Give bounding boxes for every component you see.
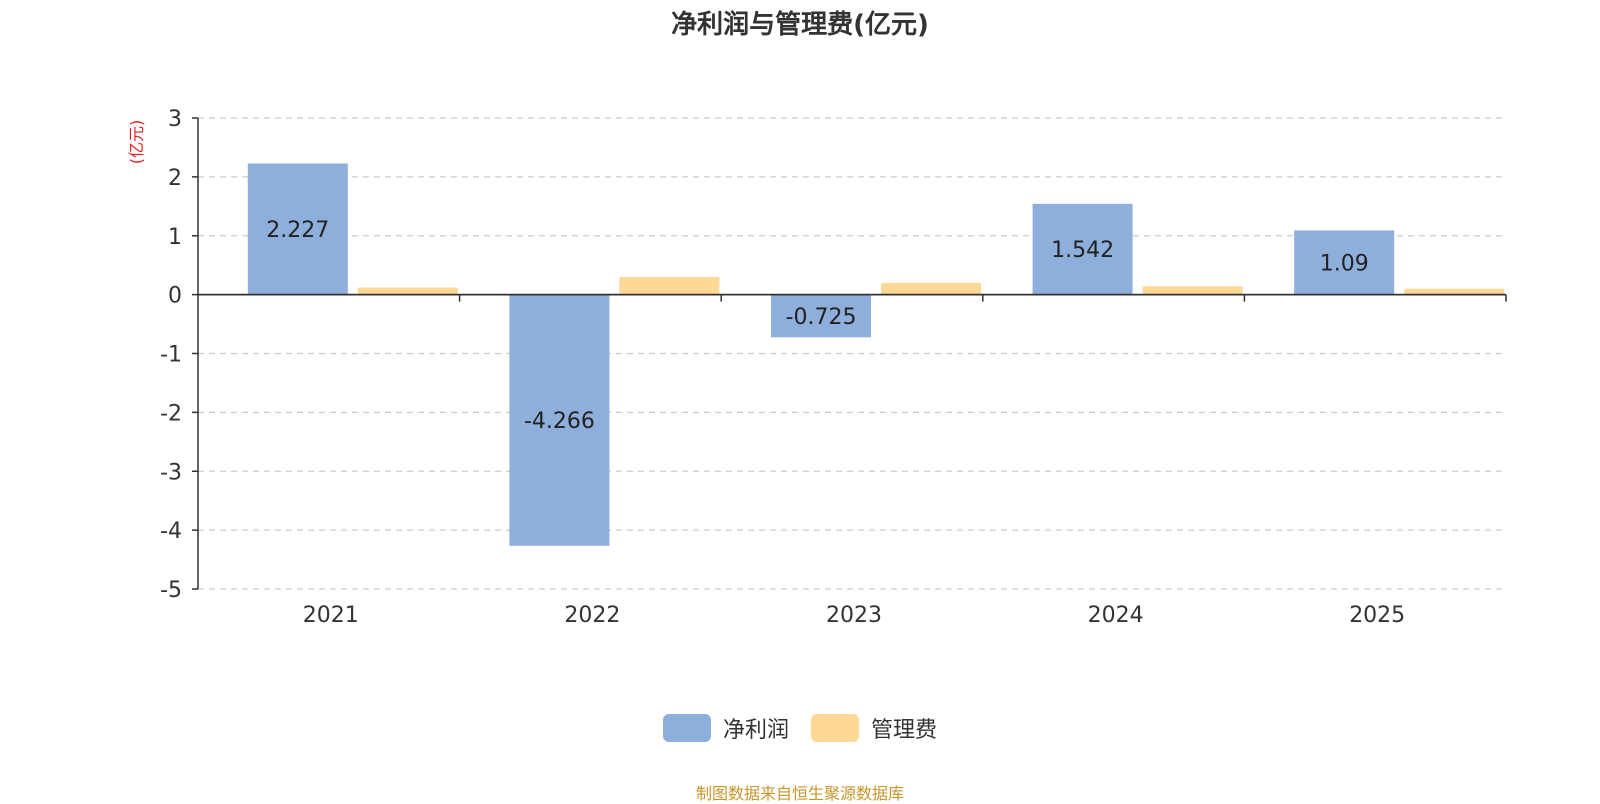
x-tick-label: 2022	[564, 603, 620, 628]
y-tick-label: 2	[168, 166, 182, 191]
y-tick-label: -4	[160, 519, 182, 544]
bar-net-profit	[509, 294, 610, 546]
bar-admin-expense	[357, 287, 458, 295]
legend-item-net-profit[interactable]: 净利润	[662, 712, 789, 744]
y-axis-unit-label: (亿元)	[127, 120, 146, 165]
bar-admin-expense	[1142, 286, 1243, 295]
legend-swatch-admin-expense	[811, 714, 859, 742]
data-label-net-profit: 1.09	[1320, 252, 1369, 277]
legend: 净利润 管理费	[0, 712, 1600, 744]
bar-net-profit	[1032, 203, 1133, 295]
x-tick-label: 2025	[1349, 603, 1405, 628]
y-tick-label: -3	[160, 460, 182, 485]
bar-net-profit	[771, 294, 871, 338]
legend-label-net-profit: 净利润	[722, 718, 789, 743]
bar-admin-expense	[881, 282, 981, 295]
y-tick-label: 3	[168, 107, 182, 132]
x-tick-label: 2024	[1088, 603, 1144, 628]
x-tick-label: 2021	[303, 603, 359, 628]
data-label-net-profit: 1.542	[1051, 238, 1114, 263]
bar-net-profit	[1294, 230, 1395, 295]
bar-admin-expense	[1404, 288, 1505, 295]
data-source-note: 制图数据来自恒生聚源数据库	[695, 784, 904, 803]
y-tick-label: -2	[160, 401, 182, 426]
legend-label-admin-expense: 管理费	[871, 718, 938, 743]
x-tick-label: 2023	[826, 603, 882, 628]
bar-admin-expense	[619, 276, 720, 295]
data-label-net-profit: 2.227	[266, 218, 329, 243]
bar-chart: 3 2 1 0 -1 -2 -3 -4 -5 (亿元) 2.227 2021 -4.266 2022 -0.…	[127, 107, 1507, 628]
y-tick-label: 0	[168, 284, 182, 309]
chart-title: 净利润与管理费(亿元)	[671, 10, 929, 40]
data-label-net-profit: -0.725	[786, 305, 857, 330]
y-tick-label: -1	[160, 343, 182, 368]
y-tick-label: 1	[168, 225, 182, 250]
legend-item-admin-expense[interactable]: 管理费	[811, 712, 937, 744]
data-label-net-profit: -4.266	[524, 409, 595, 434]
legend-swatch-net-profit	[662, 714, 711, 742]
y-tick-label: -5	[160, 578, 182, 603]
bar-net-profit	[247, 163, 348, 295]
